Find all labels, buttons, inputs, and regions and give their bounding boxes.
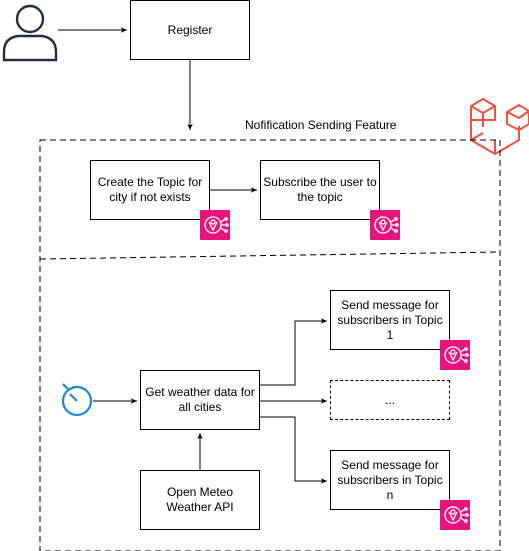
subscribe-box: Subscribe the user to the topic [260, 160, 380, 220]
section-divider [39, 251, 501, 260]
laravel-logo-icon [470, 98, 529, 155]
user-icon [2, 4, 58, 62]
aws-sns-icon [440, 500, 470, 530]
ellipsis-box: ... [330, 380, 450, 420]
send-topic-1-box: Send message for subscribers in Topic 1 [330, 290, 450, 350]
feature-label: Nofification Sending Feature [245, 118, 397, 132]
send-topic-1-label: Send message for subscribers in Topic 1 [337, 297, 443, 342]
create-topic-label: Create the Topic for city if not exists [97, 175, 203, 204]
api-label: Open Meteo Weather API [166, 485, 234, 514]
send-topic-n-box: Send message for subscribers in Topic n [330, 450, 450, 510]
register-label: Register [167, 22, 213, 37]
feature-container [39, 139, 501, 551]
subscribe-label: Subscribe the user to the topic [263, 175, 377, 204]
send-topic-n-label: Send message for subscribers in Topic n [337, 457, 443, 502]
create-topic-box: Create the Topic for city if not exists [90, 160, 210, 220]
connectors [58, 27, 327, 484]
api-box: Open Meteo Weather API [140, 470, 260, 530]
weather-to-topic1-arrow [260, 318, 327, 386]
timer-icon [61, 383, 93, 417]
ellipsis-label: ... [384, 392, 395, 407]
weather-to-topicn-arrow [260, 416, 327, 484]
aws-sns-icon [440, 340, 470, 370]
weather-box: Get weather data for all cities [140, 370, 260, 430]
aws-sns-icon [370, 210, 400, 240]
register-box: Register [130, 0, 250, 60]
aws-sns-icon [200, 210, 230, 240]
weather-label: Get weather data for all cities [145, 385, 255, 414]
